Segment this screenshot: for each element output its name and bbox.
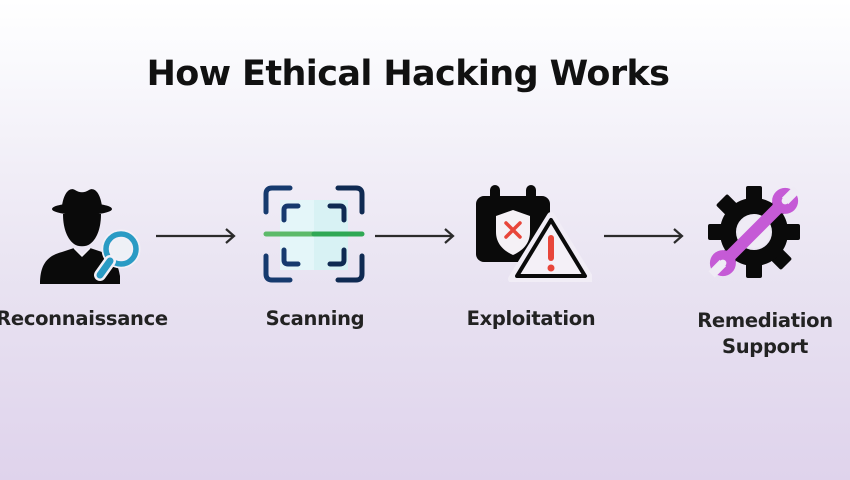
right-arrow-icon [374,227,456,245]
gear-wrench-icon [704,182,808,278]
stage-label-line-2: Support [721,335,809,358]
right-arrow-icon [603,227,685,245]
scan-frame-icon [262,182,368,288]
calendar-shield-warning-icon [474,182,594,283]
stage-label-reconnaissance: Reconnaissance [0,307,168,330]
spy-with-magnifier-icon [34,182,144,287]
stage-label-remediation-support: Remediation Support [680,308,850,360]
right-arrow-icon [155,227,237,245]
stage-label-line-1: Remediation [697,309,833,332]
stage-label-exploitation: Exploitation [466,307,596,330]
stage-label-scanning: Scanning [265,307,365,330]
diagram-title: How Ethical Hacking Works [146,54,670,94]
